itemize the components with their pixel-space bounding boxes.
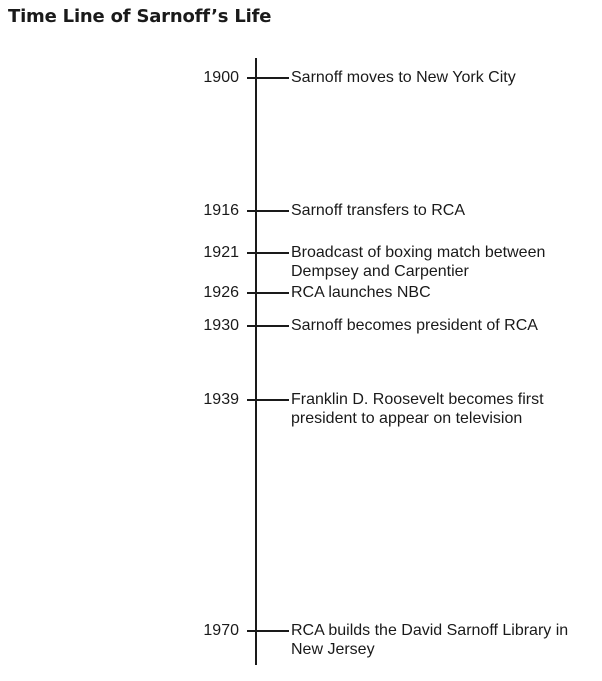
event-year: 1939 <box>203 391 239 408</box>
event-description: Franklin D. Roosevelt becomes first pres… <box>291 391 544 427</box>
timeline-title: Time Line of Sarnoff’s Life <box>8 6 272 27</box>
event-tick <box>247 399 289 401</box>
event-description: Sarnoff moves to New York City <box>291 69 516 86</box>
event-description: Sarnoff transfers to RCA <box>291 202 465 219</box>
event-tick <box>247 77 289 79</box>
event-year: 1900 <box>203 69 239 86</box>
event-tick <box>247 292 289 294</box>
event-year: 1926 <box>203 284 239 301</box>
event-description: RCA launches NBC <box>291 284 431 301</box>
event-description: Sarnoff becomes president of RCA <box>291 317 538 334</box>
event-description: Broadcast of boxing match between Dempse… <box>291 244 546 280</box>
event-year: 1930 <box>203 317 239 334</box>
event-year: 1916 <box>203 202 239 219</box>
timeline-axis <box>255 58 257 665</box>
event-tick <box>247 210 289 212</box>
event-tick <box>247 630 289 632</box>
event-description: RCA builds the David Sarnoff Library in … <box>291 622 569 658</box>
event-year: 1921 <box>203 244 239 261</box>
event-tick <box>247 325 289 327</box>
event-year: 1970 <box>203 622 239 639</box>
event-tick <box>247 252 289 254</box>
